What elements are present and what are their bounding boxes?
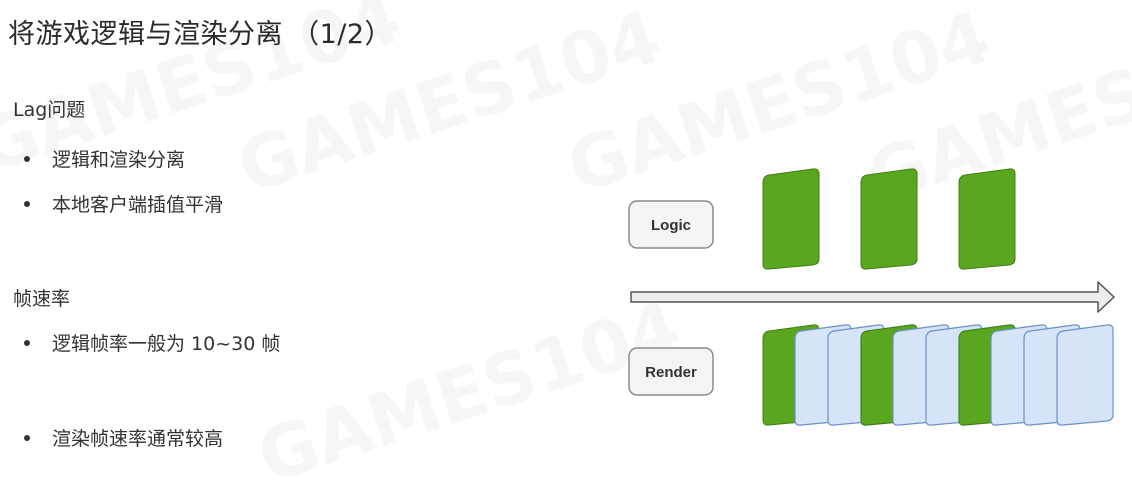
section-heading-lag: Lag问题 [13, 99, 86, 121]
logic-label-box [628, 200, 714, 249]
logic-frame [762, 168, 820, 270]
bullet-item: 逻辑和渲染分离 [24, 145, 185, 172]
bullet-dot [24, 339, 30, 346]
render-label-box [628, 347, 714, 396]
bullet-item: 本地客户端插值平滑 [24, 190, 223, 217]
bullet-dot [24, 434, 30, 441]
logic-frame [860, 168, 918, 270]
section-heading-framerate: 帧速率 [13, 288, 71, 310]
timeline-arrow [630, 281, 1115, 313]
logic-label: Logic [651, 217, 691, 234]
render-interp-frame [1056, 324, 1114, 426]
bullet-item: 渲染帧速率通常较高 [24, 424, 223, 451]
bullet-text: 渲染帧速率通常较高 [52, 428, 224, 450]
bullet-item: 逻辑帧率一般为 10~30 帧 [24, 329, 280, 356]
logic-frame [958, 168, 1016, 270]
render-label: Render [645, 364, 697, 381]
bullet-text: 本地客户端插值平滑 [52, 194, 224, 216]
bullet-dot [24, 155, 30, 162]
slide-title: 将游戏逻辑与渲染分离 （1/2） [8, 19, 393, 50]
bullet-text: 逻辑和渲染分离 [52, 149, 186, 171]
bullet-text: 逻辑帧率一般为 10~30 帧 [52, 333, 281, 355]
bullet-dot [24, 200, 30, 207]
